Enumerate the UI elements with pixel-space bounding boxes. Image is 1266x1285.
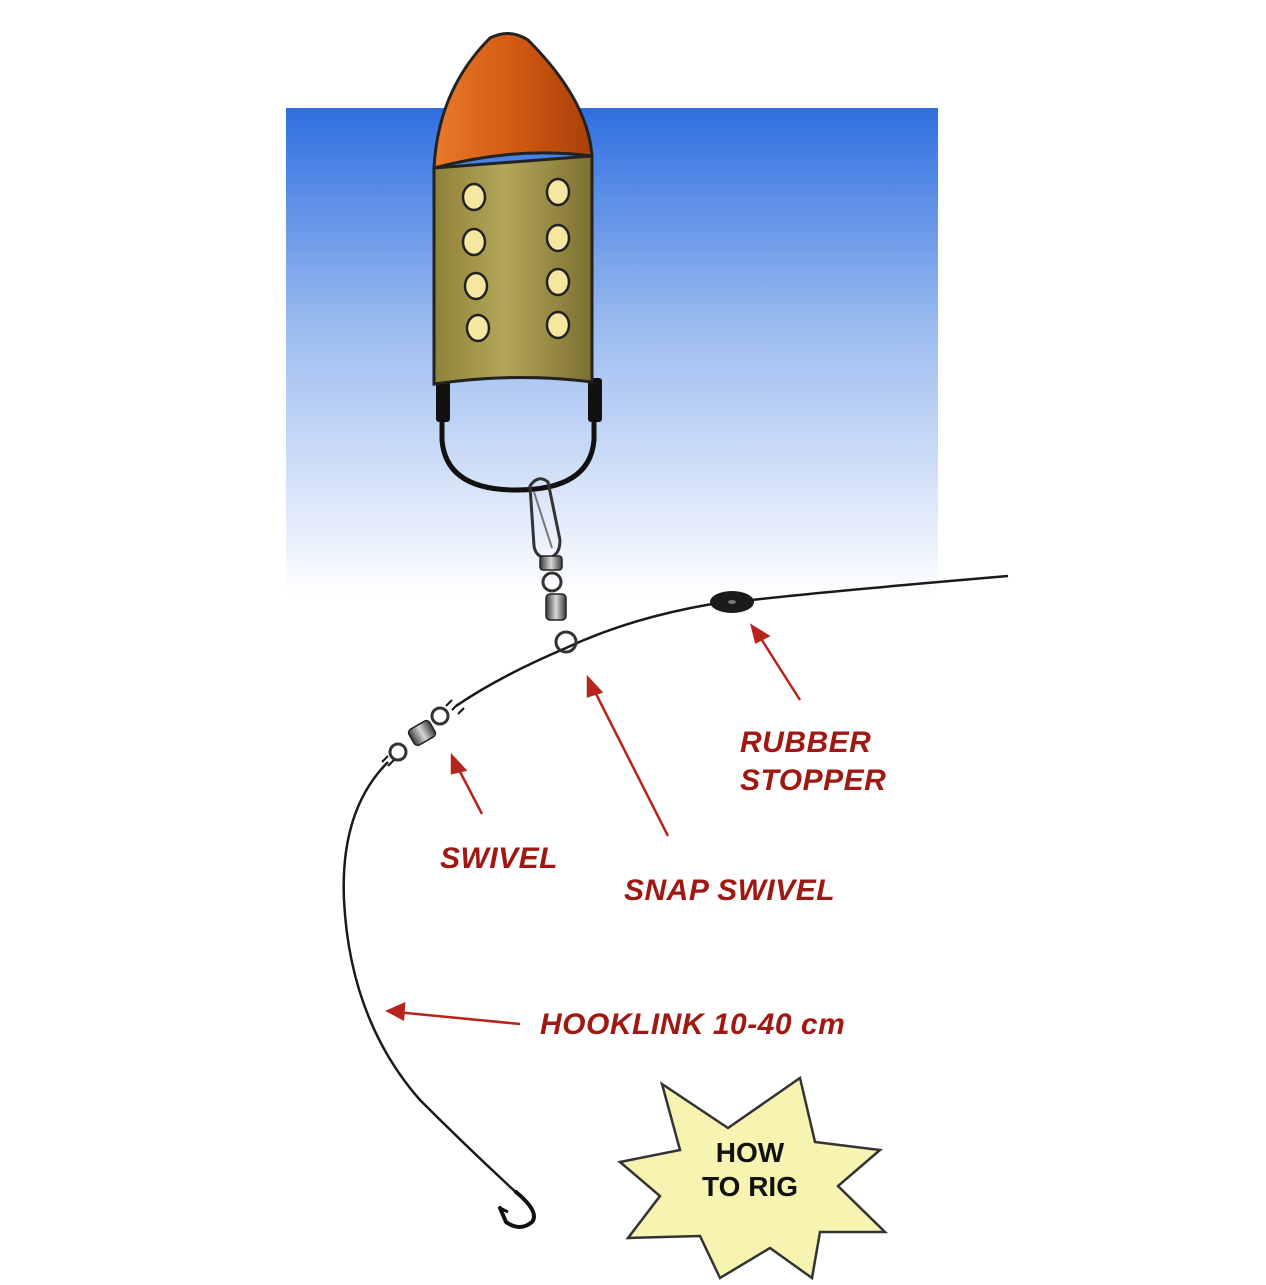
rubber-stopper-hole (728, 600, 736, 604)
hook (498, 1190, 536, 1229)
label-rubber-stopper: RUBBER STOPPER (740, 724, 886, 800)
label-hooklink: HOOKLINK 10-40 cm (540, 1008, 846, 1041)
feeder-sleeve-right (588, 378, 602, 422)
feeder-holes (461, 177, 571, 343)
main-line-lower (455, 602, 713, 708)
hook-barb (499, 1206, 509, 1214)
badge-line2: TO RIG (702, 1171, 798, 1202)
hooklink-line (342, 761, 521, 1197)
how-to-rig-badge (617, 1075, 889, 1281)
arrow-rubber-stopper (756, 633, 802, 701)
water-background (286, 108, 938, 598)
feeder-sleeve-left (436, 378, 450, 422)
label-snap-swivel: SNAP SWIVEL (624, 874, 836, 907)
badge-line1: HOW (715, 1137, 785, 1168)
main-line (751, 574, 1009, 602)
arrow-hooklink (395, 1010, 521, 1026)
arrow-snap-swivel (590, 685, 670, 837)
feeder-wire-loop (439, 418, 597, 493)
swivel (381, 699, 465, 767)
label-rubber-stopper-line1: RUBBER (740, 726, 872, 759)
label-swivel: SWIVEL (440, 842, 559, 875)
arrows (385, 623, 802, 1026)
label-rubber-stopper-line2: STOPPER (740, 764, 887, 797)
feeder-cap (432, 32, 594, 170)
snap-swivel (528, 477, 578, 654)
badge-text: HOW TO RIG (690, 1136, 810, 1204)
